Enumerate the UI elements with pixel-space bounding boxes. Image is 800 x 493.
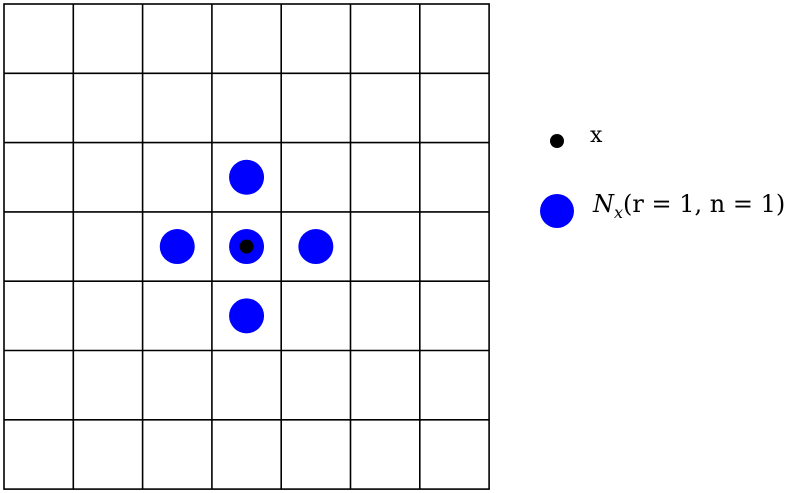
neighbor-dots xyxy=(159,159,334,334)
center-point xyxy=(239,239,254,254)
grid xyxy=(3,3,490,490)
legend-neighborhood-args: (r = 1, n = 1) xyxy=(623,190,785,218)
neighbor-dot xyxy=(159,229,195,265)
neighbor-dot xyxy=(229,159,265,195)
legend-neighborhood-subscript: x xyxy=(614,203,623,222)
legend-neighborhood-label: Nx(r = 1, n = 1) xyxy=(592,190,785,222)
legend-point-marker xyxy=(550,134,564,148)
legend-point-label: x xyxy=(590,123,603,148)
legend: x Nx(r = 1, n = 1) xyxy=(540,123,785,228)
legend-neighborhood-base: N xyxy=(592,190,615,218)
center-point-layer xyxy=(239,239,254,254)
legend-neighborhood-marker xyxy=(540,194,574,228)
neighbor-dot xyxy=(298,229,334,265)
neighbor-dot xyxy=(229,298,265,334)
